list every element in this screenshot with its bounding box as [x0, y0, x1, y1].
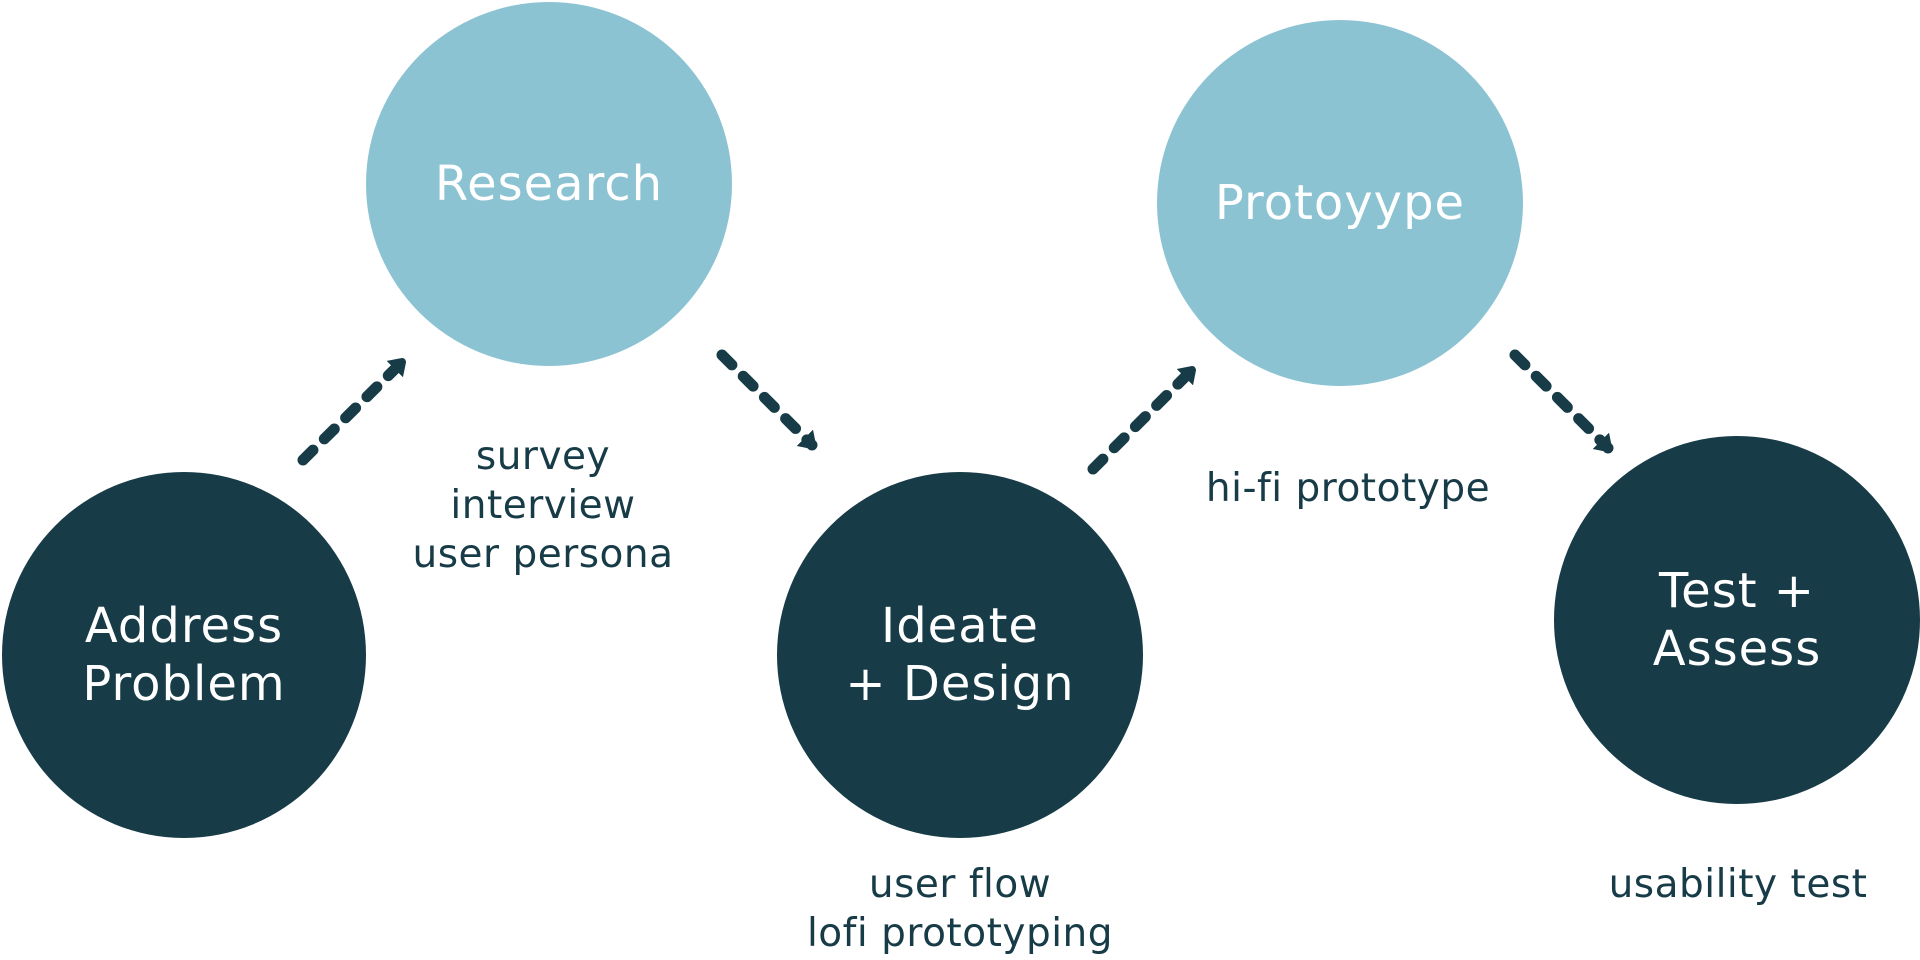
stage-label: Assess [1652, 621, 1822, 677]
stage-ideate-design: Ideate + Design [777, 472, 1143, 838]
activity-hi-fi-prototype: hi-fi prototype [1205, 466, 1491, 511]
stage-protoyype: Protoyype [1157, 20, 1523, 386]
stage-label: Protoyype [1214, 175, 1466, 231]
protoyype-activities: hi-fi prototype [1206, 464, 1490, 513]
activity-user-persona: user persona [412, 532, 674, 577]
activity-user-flow: user flow [868, 862, 1052, 907]
stage-label: Problem [82, 656, 286, 712]
ideate-design-activities: user flow lofi prototyping [807, 860, 1113, 958]
stage-label: Ideate [881, 598, 1039, 654]
stage-research: Research [366, 2, 732, 366]
stage-label: Address [84, 598, 284, 654]
activity-survey: survey [475, 434, 611, 479]
activity-lofi-prototyping: lofi prototyping [806, 911, 1114, 956]
arrow-ideate-design-to-protoyype [1087, 364, 1198, 475]
stage-address-problem: Address Problem [2, 472, 366, 838]
test-assess-activities: usability test [1609, 860, 1868, 909]
stage-label: + Design [845, 656, 1075, 712]
arrow-address-problem-to-research [297, 356, 408, 466]
activity-usability-test: usability test [1608, 862, 1868, 907]
stage-test-assess: Test + Assess [1554, 436, 1920, 804]
stage-label: Research [434, 156, 664, 212]
research-activities: survey interview user persona [412, 432, 673, 579]
activity-interview: interview [450, 483, 636, 528]
stage-label: Test + [1659, 563, 1815, 619]
arrow-protoyype-to-test-assess [1509, 349, 1614, 454]
arrow-research-to-ideate-design [716, 349, 818, 451]
